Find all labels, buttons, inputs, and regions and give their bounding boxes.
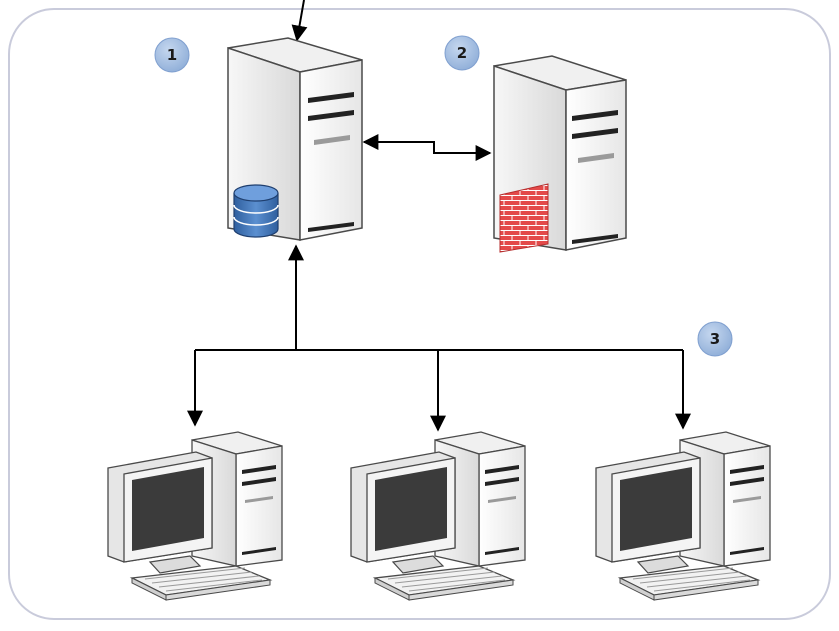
badge-3-label: 3 [710,330,720,348]
badge-2: 2 [444,35,480,71]
workstation-icon [595,431,771,601]
firewall-server-icon [493,55,627,253]
database-server-icon [227,37,363,241]
database-icon [233,184,279,238]
badge-1-label: 1 [167,46,177,64]
badge-3: 3 [697,321,733,357]
server-link-arrow [362,134,492,161]
badge-2-label: 2 [457,44,467,62]
workstation-distribution-arrows [187,244,691,432]
badge-1: 1 [154,37,190,73]
incoming-connection-arrow [291,0,308,42]
workstation-icon [107,431,283,601]
firewall-icon [499,183,549,253]
workstation-icon [350,431,526,601]
